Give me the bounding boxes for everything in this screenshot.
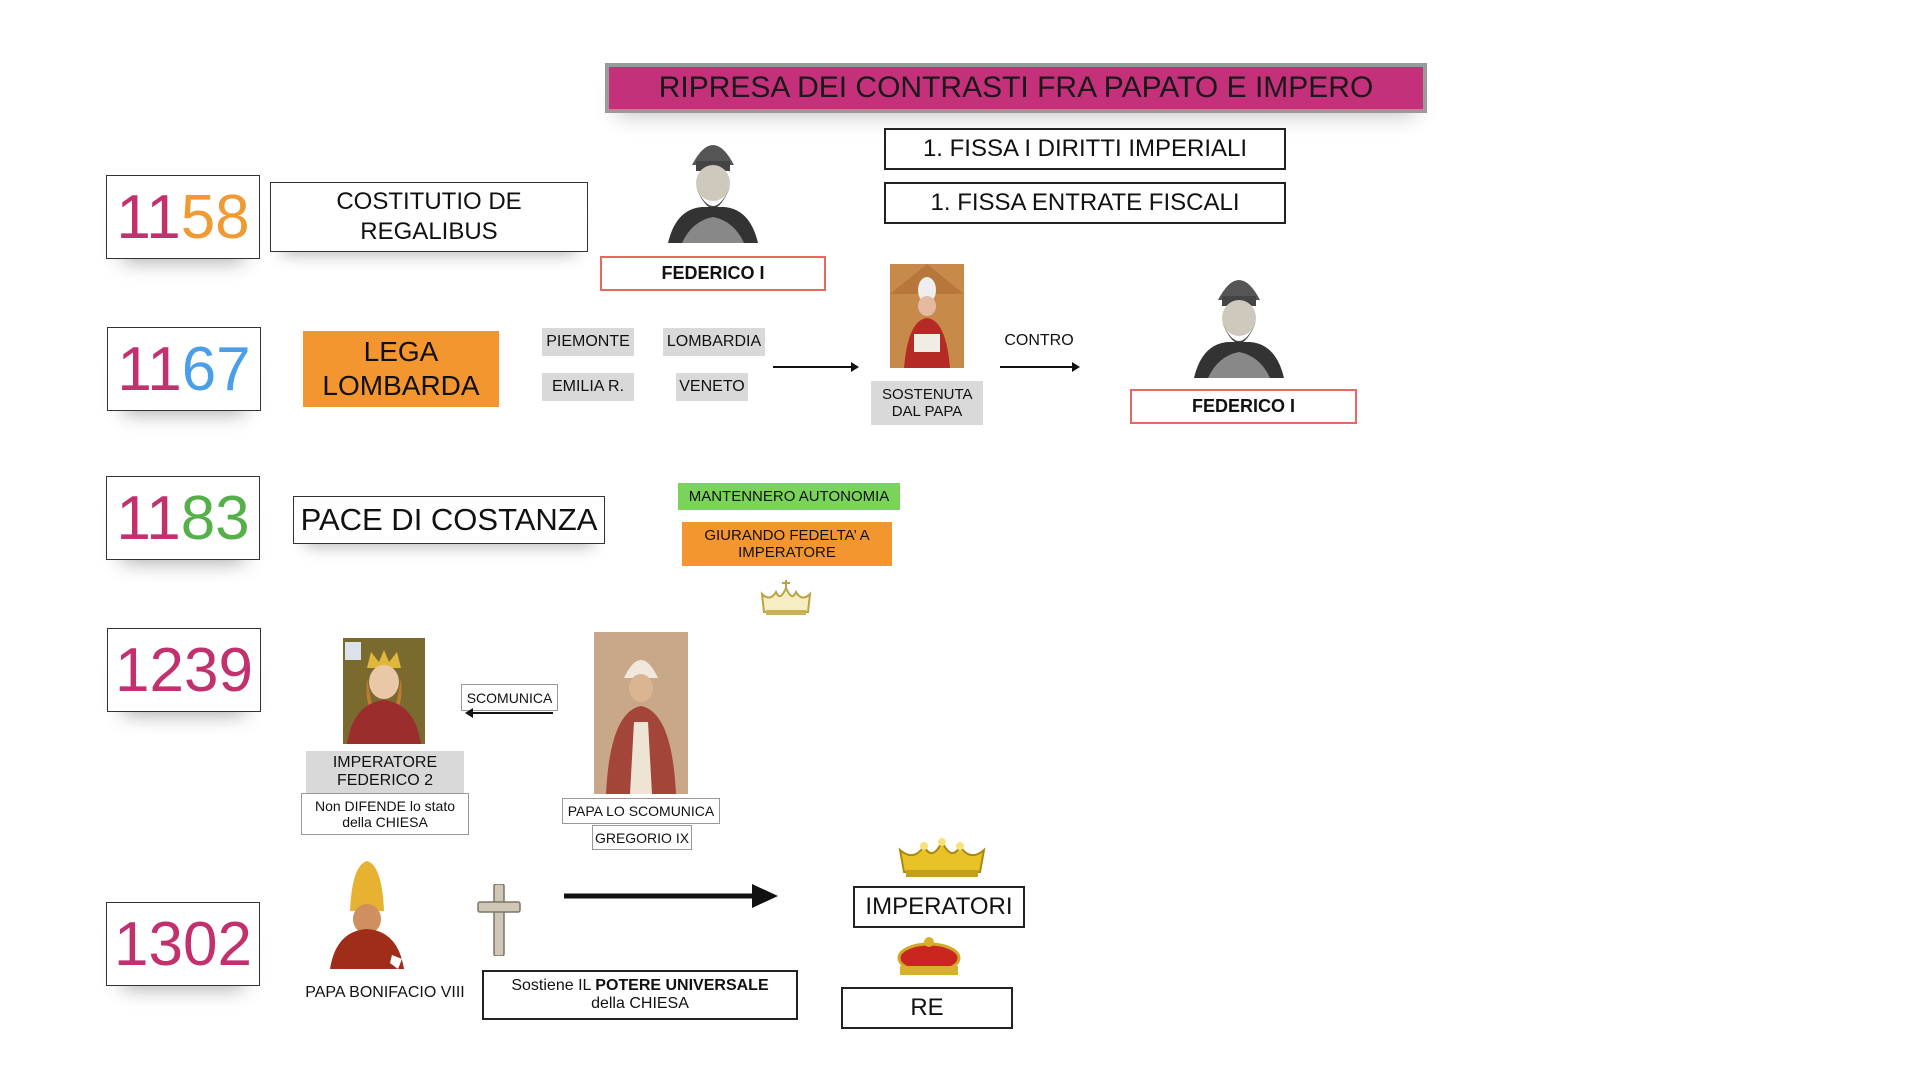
arrow-to-pope [773,360,859,374]
gold-crown-icon [898,838,986,878]
region-label: VENETO [679,378,745,395]
region-emilia: EMILIA R. [542,373,634,401]
arrow-bold [564,882,778,910]
pope-bonifacio-portrait [328,859,406,969]
year-prefix: 11 [116,182,181,252]
pace-costanza: PACE DI COSTANZA [293,496,605,544]
federico-label: FEDERICO I [600,256,826,291]
imperatori-box: IMPERATORI [853,886,1025,928]
pope-gregorio-portrait [594,632,688,794]
federico-right-text: FEDERICO I [1191,396,1295,416]
title-text: RIPRESA DEI CONTRASTI FRA PAPATO E IMPER… [658,71,1374,104]
mantennero-box: MANTENNERO AUTONOMIA [678,483,900,510]
scomunica-label: SCOMUNICA [461,684,558,711]
year-text: 1302 [114,909,252,979]
federico-label-right: FEDERICO I [1130,389,1357,424]
region-piemonte: PIEMONTE [542,328,634,356]
year-1302: 1302 [106,902,260,986]
pace-text: PACE DI COSTANZA [300,502,598,537]
giurando-box: GIURANDO FEDELTA’ A IMPERATORE [682,522,892,566]
red-crown-icon [894,936,964,978]
scomunica-text: SCOMUNICA [466,689,553,706]
giurando-text: GIURANDO FEDELTA’ A IMPERATORE [704,527,870,561]
mantennero-text: MANTENNERO AUTONOMIA [688,488,890,505]
non-difende-label: Non DIFENDE lo stato della CHIESA [301,793,469,835]
imperatore-text: IMPERATORE FEDERICO 2 [332,754,438,789]
region-label: EMILIA R. [551,378,625,395]
year-prefix: 11 [117,334,182,404]
sostiene-post: della CHIESA [591,995,689,1012]
point-entrate-text: 1. FISSA ENTRATE FISCALI [930,189,1240,216]
federico-portrait-right [1188,260,1290,378]
costitutio-text: COSTITUTIO DE REGALIBUS [336,188,522,245]
bonifacio-label: PAPA BONIFACIO VIII [298,984,472,1006]
re-box: RE [841,987,1013,1029]
contro-label: CONTRO [1000,332,1078,352]
re-text: RE [910,994,944,1021]
federico-text: FEDERICO I [661,263,765,283]
gregorio-label: GREGORIO IX [592,825,692,850]
sostiene-pre: Sostiene IL [511,977,596,994]
cross-icon [476,883,522,957]
contro-text: CONTRO [1004,332,1074,349]
lega-text: LEGA LOMBARDA [322,336,480,401]
region-label: PIEMONTE [546,333,630,350]
papa-scomunica-text: PAPA LO SCOMUNICA [567,803,715,819]
year-text: 1239 [115,635,253,705]
gregorio-text: GREGORIO IX [594,829,690,846]
year-1239: 1239 [107,628,261,712]
crown-icon [760,580,812,618]
sostenuta-label: SOSTENUTA DAL PAPA [871,381,983,425]
sostiene-box: Sostiene IL POTERE UNIVERSALE della CHIE… [482,970,798,1020]
pope-portrait [890,264,964,368]
sostiene-bold: POTERE UNIVERSALE [595,977,769,994]
non-difende-text: Non DIFENDE lo stato della CHIESA [314,798,456,830]
arrow-contro [1000,360,1080,374]
point-entrate: 1. FISSA ENTRATE FISCALI [884,182,1286,224]
emperor-frederick2-portrait [343,638,425,744]
arrow-scomunica [465,706,553,720]
region-veneto: VENETO [676,373,748,401]
year-suffix: 58 [180,182,250,252]
year-prefix: 11 [116,483,181,553]
federico-portrait [662,125,764,243]
year-suffix: 67 [181,334,251,404]
papa-scomunica-label: PAPA LO SCOMUNICA [562,798,720,824]
page-title: RIPRESA DEI CONTRASTI FRA PAPATO E IMPER… [605,63,1427,113]
bonifacio-text: PAPA BONIFACIO VIII [305,984,465,1001]
region-label: LOMBARDIA [666,333,762,350]
imperatori-text: IMPERATORI [865,893,1013,920]
lega-lombarda: LEGA LOMBARDA [303,331,499,407]
sostiene-text: Sostiene IL POTERE UNIVERSALE della CHIE… [495,977,785,1013]
region-lombardia: LOMBARDIA [663,328,765,356]
costitutio-box: COSTITUTIO DE REGALIBUS [270,182,588,252]
year-suffix: 83 [180,483,250,553]
sostenuta-text: SOSTENUTA DAL PAPA [882,386,973,420]
point-diritti-text: 1. FISSA I DIRITTI IMPERIALI [922,135,1248,162]
point-diritti: 1. FISSA I DIRITTI IMPERIALI [884,128,1286,170]
imperatore-label: IMPERATORE FEDERICO 2 [306,751,464,793]
